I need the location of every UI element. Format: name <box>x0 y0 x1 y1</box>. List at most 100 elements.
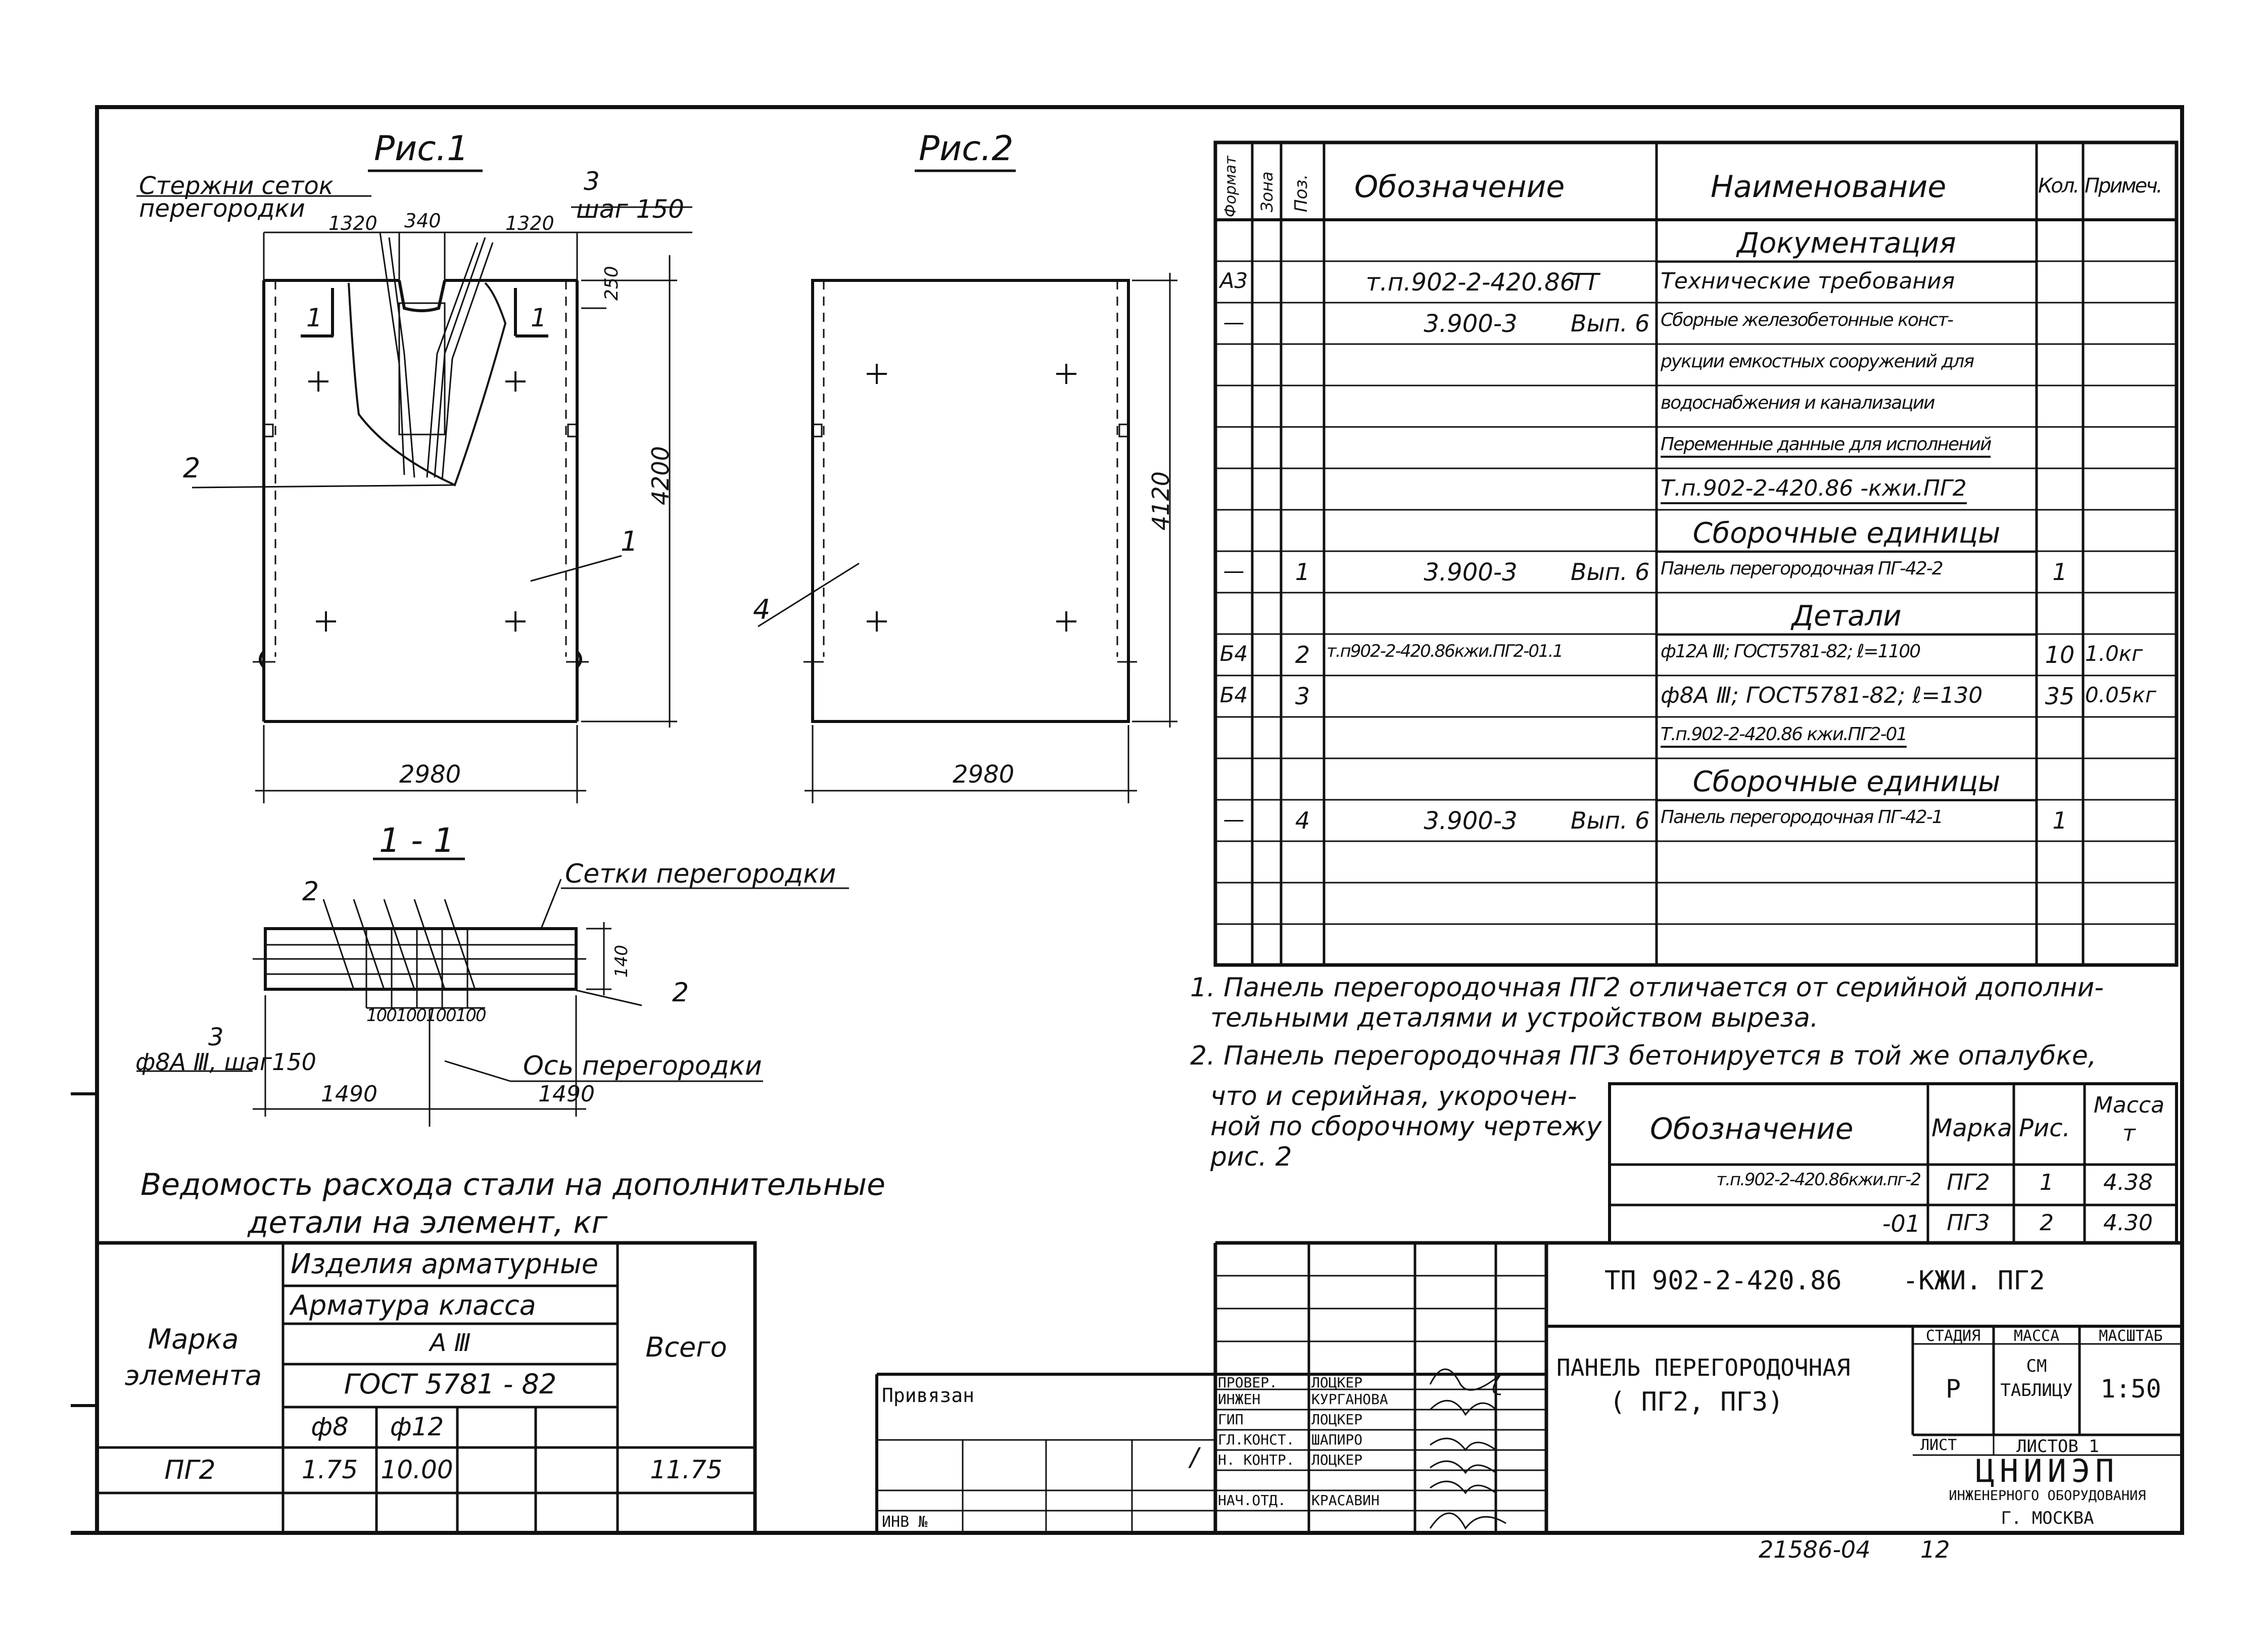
fig1-section-mark-left: 1 <box>306 303 322 332</box>
section-1-1 <box>136 857 849 1127</box>
spec-cell-format: Б4 <box>1219 641 1248 666</box>
section-dim-140: 140 <box>611 945 632 978</box>
spec-header-pos: Поз. <box>1291 174 1311 212</box>
spec-cell-format: — <box>1223 807 1245 832</box>
spec-cell-issue: Вып. 6 <box>1571 558 1650 586</box>
signature-role: НАЧ.ОТД. <box>1218 1492 1286 1509</box>
steel-header-class-value: А Ⅲ <box>430 1329 471 1357</box>
drawing-name-line-1: ПАНЕЛЬ ПЕРЕГОРОДОЧНАЯ <box>1556 1354 1851 1381</box>
spec-cell-name: Т.п.902-2-420.86 -кжи.ПГ2 <box>1661 475 1967 504</box>
spec-cell-designation: 3.900-3 <box>1424 310 1518 338</box>
fig1-dim-3: 3 <box>584 167 600 196</box>
steel-header-class: Арматура класса <box>291 1289 536 1321</box>
fig1-rods-label-2: перегородки <box>139 195 305 223</box>
steel-table-lines <box>95 1241 757 1535</box>
section-position-2b: 2 <box>672 978 689 1008</box>
spec-cell-name: Сборочные единицы <box>1657 765 2037 801</box>
spec-cell-format: — <box>1223 558 1245 583</box>
spec-cell-format: — <box>1223 310 1245 334</box>
fig1-dim-step: шаг 150 <box>576 195 684 224</box>
spec-cell-name: Переменные данные для исполнений <box>1661 434 1992 458</box>
title-block-lines <box>875 1241 2182 1533</box>
signature-role: Н. КОНТР. <box>1218 1452 1295 1468</box>
steel-title-line-2: детали на элемент, кг <box>248 1205 608 1240</box>
signature-role: ГЛ.КОНСТ. <box>1218 1431 1295 1448</box>
stage-value: Р <box>1945 1374 1961 1404</box>
fig2-dim-2980: 2980 <box>953 760 1015 789</box>
fig1-dim-250: 250 <box>601 266 622 301</box>
spec-cell-name: Панель перегородочная ПГ-42-1 <box>1661 807 1944 828</box>
mini-cell-designation: т.п.902-2-420.86кжи.пг-2 <box>1716 1170 1921 1190</box>
inventory-label: ИНВ № <box>882 1513 928 1531</box>
sheet-header: ЛИСТ <box>1920 1436 1957 1454</box>
spec-header-note: Примеч. <box>2085 174 2163 198</box>
section-dim-1490a: 1490 <box>321 1081 377 1107</box>
doc-code: ТП 902-2-420.86 <box>1604 1266 1842 1296</box>
org-name-1: ЦНИИЭП <box>1975 1453 2119 1489</box>
spec-cell-issue: Вып. 6 <box>1571 310 1650 337</box>
mini-header-designation: Обозначение <box>1650 1112 1854 1146</box>
steel-row-d8: 1.75 <box>301 1455 358 1484</box>
drawing-name-line-2: ( ПГ2, ПГ3) <box>1610 1387 1784 1417</box>
spec-cell-name: ф12А Ⅲ; ГОСТ5781-82; ℓ=1100 <box>1661 641 1921 662</box>
steel-title-line-1: Ведомость расхода стали на дополнительны… <box>140 1167 885 1202</box>
spec-cell-designation: т.п.902-2-420.86 <box>1365 268 1576 297</box>
mini-cell-mark: ПГ2 <box>1947 1170 1990 1195</box>
fig1-dim-4200: 4200 <box>647 446 674 505</box>
spec-cell-pos: 1 <box>1295 558 1310 586</box>
fig2-panel <box>758 169 1177 803</box>
spec-header-zone: Зона <box>1257 171 1277 212</box>
sheet-frame <box>95 105 2184 1535</box>
note-1-line-2: тельными деталями и устройством выреза. <box>1210 1003 1819 1033</box>
spec-cell-name: Технические требования <box>1661 268 1955 294</box>
spec-cell-qty: 1 <box>2052 807 2067 834</box>
mini-cell-fig: 1 <box>2040 1170 2054 1195</box>
spec-cell-pos: 4 <box>1295 807 1310 834</box>
spec-cell-qty: 35 <box>2045 683 2075 710</box>
fig1-dim-2980: 2980 <box>399 760 461 789</box>
mass-value: СМ ТАБЛИЦУ <box>2000 1356 2073 1401</box>
steel-header-total: Всего <box>645 1331 727 1363</box>
spec-cell-pos: 2 <box>1295 641 1310 668</box>
spec-header-format: Формат <box>1222 156 1240 217</box>
mass-header: МАССА <box>2013 1327 2060 1345</box>
spec-cell-note: 0.05кг <box>2085 683 2156 707</box>
fig2-title: Рис.2 <box>919 129 1014 169</box>
mini-header-mass: Масса т <box>2093 1092 2165 1146</box>
section-nets-label: Сетки перегородки <box>565 859 836 889</box>
mini-header-mark: Марка <box>1931 1114 2012 1142</box>
note-2-line-2: что и серийная, укорочен- <box>1210 1081 1577 1112</box>
section-axis-label: Ось перегородки <box>523 1051 762 1081</box>
spec-cell-name: водоснабжения и канализации <box>1661 393 1935 413</box>
mini-cell-mark: ПГ3 <box>1947 1210 1990 1236</box>
signature-role: ПРОВЕР. <box>1218 1374 1278 1391</box>
mini-cell-mass: 4.38 <box>2103 1170 2153 1195</box>
signature-name: ЛОЦКЕР <box>1311 1374 1363 1391</box>
steel-row-total: 11.75 <box>650 1455 723 1484</box>
doc-suffix: -КЖИ. ПГ2 <box>1903 1266 2045 1296</box>
signature-name: КРАСАВИН <box>1311 1492 1380 1509</box>
spec-cell-designation: т.п902-2-420.86кжи.ПГ2-01.1 <box>1327 641 1564 661</box>
spec-cell-designation: 3.900-3 <box>1424 807 1518 835</box>
steel-header-d12: ф12 <box>390 1412 444 1441</box>
fig1-dim-1320a: 1320 <box>328 212 377 234</box>
spec-cell-format: А3 <box>1219 268 1248 293</box>
fig2-dim-4120: 4120 <box>1147 471 1174 530</box>
fig1-position-1: 1 <box>621 525 638 557</box>
steel-header-mark: Марка элемента <box>124 1323 262 1391</box>
scale-header: МАСШТАБ <box>2099 1327 2163 1345</box>
scale-value: 1:50 <box>2100 1374 2161 1404</box>
footer-code: 21586-04 <box>1759 1536 1871 1563</box>
section-position-3: 3 <box>208 1023 224 1051</box>
privyazan-label: Привязан <box>882 1384 975 1407</box>
section-dims-100: 100100100100 <box>366 1005 487 1026</box>
spec-cell-name: Сборочные единицы <box>1657 517 2037 553</box>
signatures <box>1429 1368 1506 1530</box>
steel-row-d12: 10.00 <box>381 1455 453 1484</box>
spec-cell-format: Б4 <box>1219 683 1248 707</box>
fig1-section-mark-right: 1 <box>531 303 547 332</box>
steel-row-mark: ПГ2 <box>164 1455 216 1485</box>
section-rebar-step: ф8А Ⅲ, шаг150 <box>135 1048 316 1076</box>
